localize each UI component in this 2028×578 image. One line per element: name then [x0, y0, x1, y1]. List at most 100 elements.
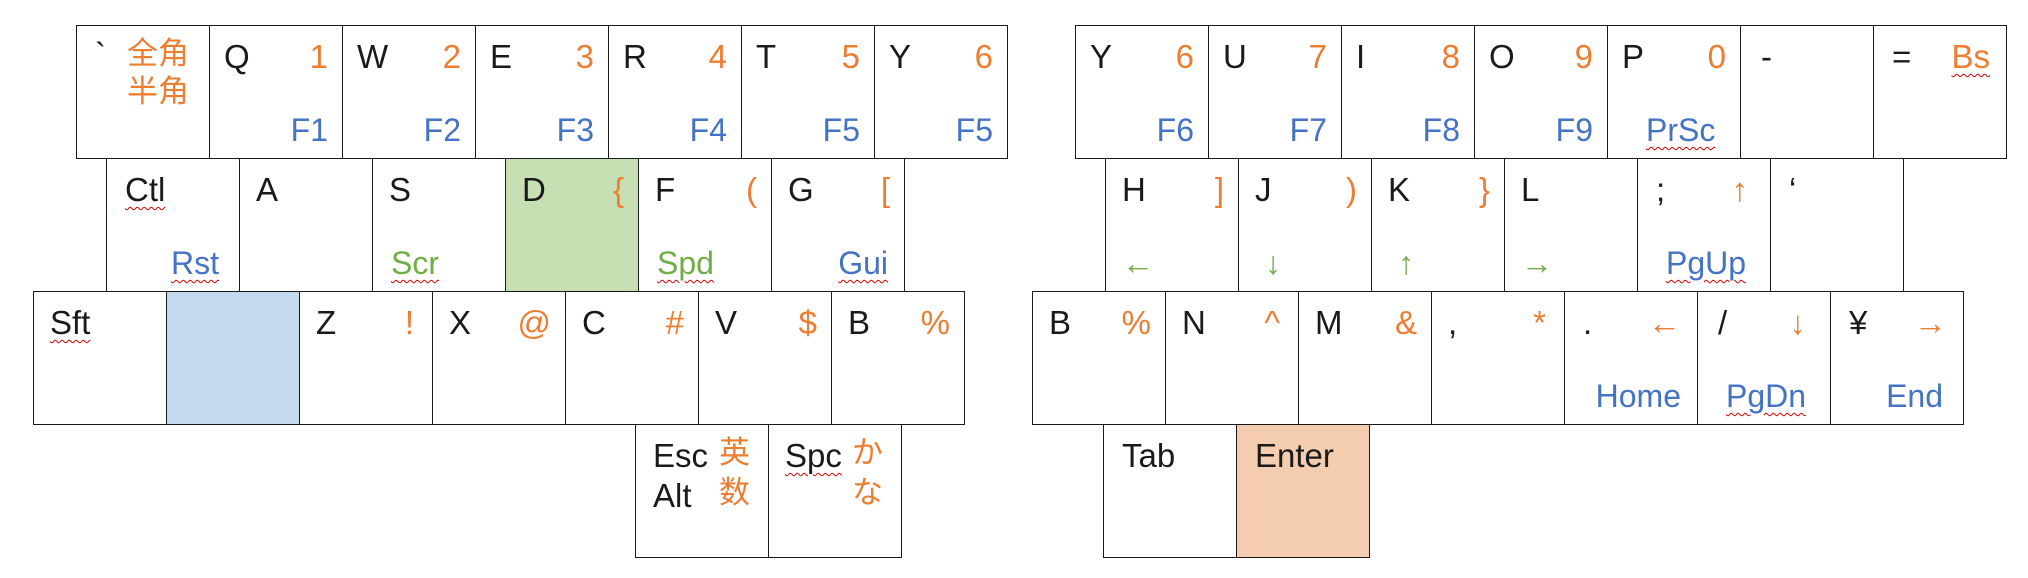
key-j[interactable]: J ) ↓ — [1238, 158, 1372, 292]
key-comma[interactable]: , * — [1431, 291, 1565, 425]
key-function-label: Home — [1595, 378, 1681, 414]
key-equals[interactable]: = Bs — [1873, 25, 2007, 159]
key-h[interactable]: H ] ← — [1105, 158, 1239, 292]
key-function-label: F2 — [423, 112, 461, 148]
key-layer-label: ! — [404, 304, 414, 341]
key-navigation-label: ↑ — [1398, 245, 1414, 281]
key-base-label: W — [357, 38, 389, 75]
key-layer-label: * — [1533, 304, 1546, 341]
key-layer-label: } — [1478, 171, 1490, 208]
key-navigation-label: Spd — [657, 245, 714, 281]
key-base-label: Q — [224, 38, 250, 75]
key-navigation-label: ← — [1122, 245, 1154, 281]
key-layer-label: 2 — [442, 38, 461, 75]
key-base-label: ` — [95, 36, 106, 73]
key-function-label: F4 — [689, 112, 727, 148]
key-quote[interactable]: ‘ — [1770, 158, 1904, 292]
key-i[interactable]: I 8 F8 — [1341, 25, 1475, 159]
key-base-label: Sft — [50, 304, 91, 341]
key-layer-label: % — [1121, 304, 1151, 341]
key-base-label: L — [1521, 171, 1540, 208]
key-m[interactable]: M & — [1298, 291, 1432, 425]
key-x[interactable]: X @ — [432, 291, 566, 425]
key-l[interactable]: L → — [1504, 158, 1638, 292]
key-layer-label: 3 — [575, 38, 594, 75]
key-base-label: V — [715, 304, 738, 341]
key-function-label: F3 — [556, 112, 594, 148]
key-base-label: / — [1718, 304, 1728, 341]
key-base-label: J — [1255, 171, 1272, 208]
key-s[interactable]: S Scr — [372, 158, 506, 292]
key-o[interactable]: O 9 F9 — [1474, 25, 1608, 159]
key-function-label: PgDn — [1726, 378, 1807, 414]
key-base-label: , — [1448, 304, 1458, 341]
key-semicolon[interactable]: ; ↑ PgUp — [1637, 158, 1771, 292]
key-b[interactable]: B % — [831, 291, 965, 425]
key-layer-label: [ — [880, 171, 890, 208]
key-layer-label: @ — [517, 304, 552, 341]
key-layer-label: 1 — [309, 38, 328, 75]
key-tab[interactable]: Tab — [1103, 424, 1237, 558]
key-q[interactable]: Q 1 F1 — [209, 25, 343, 159]
key-layer-label: % — [920, 304, 950, 341]
key-c[interactable]: C # — [565, 291, 699, 425]
key-n[interactable]: N ^ — [1165, 291, 1299, 425]
key-right-b[interactable]: B % — [1032, 291, 1166, 425]
key-layer-label: ( — [746, 171, 757, 208]
key-layer-label-2: 数 — [719, 475, 750, 510]
key-layer-label: & — [1394, 304, 1417, 341]
key-function-label: PrSc — [1646, 112, 1716, 148]
key-k[interactable]: K } ↑ — [1371, 158, 1505, 292]
key-layer-label: ↓ — [1789, 304, 1807, 341]
key-ctl[interactable]: Ctl Rst — [106, 158, 240, 292]
key-navigation-label: → — [1521, 245, 1553, 281]
key-base-label: P — [1622, 38, 1645, 75]
key-base-label: Y — [889, 38, 912, 75]
key-base-label: = — [1892, 38, 1912, 75]
key-base-label: Z — [316, 304, 337, 341]
key-period[interactable]: . ← Home — [1564, 291, 1698, 425]
key-yen[interactable]: ¥ → End — [1830, 291, 1964, 425]
key-layer-label: 0 — [1707, 38, 1726, 75]
key-layer-label: → — [1914, 304, 1947, 341]
key-f[interactable]: F ( Spd — [638, 158, 772, 292]
key-base-label: F — [655, 171, 676, 208]
key-right-y[interactable]: Y 6 F6 — [1075, 25, 1209, 159]
key-layer-label: 5 — [841, 38, 860, 75]
key-r[interactable]: R 4 F4 — [608, 25, 742, 159]
key-y[interactable]: Y 6 F5 — [874, 25, 1008, 159]
key-p[interactable]: P 0 PrSc — [1607, 25, 1741, 159]
key-v[interactable]: V $ — [698, 291, 832, 425]
key-d[interactable]: D { — [505, 158, 639, 292]
key-base-label: K — [1388, 171, 1411, 208]
key-enter[interactable]: Enter — [1236, 424, 1370, 558]
key-layer-label: ↑ — [1731, 171, 1749, 208]
key-layer-label: 4 — [708, 38, 727, 75]
key-layer-label: ^ — [1264, 304, 1281, 341]
key-backtick[interactable]: ` 全角 半角 — [76, 25, 210, 159]
key-z[interactable]: Z ! — [299, 291, 433, 425]
key-function-label: F9 — [1555, 112, 1593, 148]
key-function-label: F7 — [1289, 112, 1327, 148]
key-function-label: F6 — [1156, 112, 1194, 148]
key-esc-alt[interactable]: Esc Alt 英 数 — [635, 424, 769, 558]
key-base-label: H — [1122, 171, 1146, 208]
key-slash[interactable]: / ↓ PgDn — [1697, 291, 1831, 425]
key-base-label: ‘ — [1789, 171, 1797, 208]
key-base-label: B — [1049, 304, 1072, 341]
key-w[interactable]: W 2 F2 — [342, 25, 476, 159]
key-t[interactable]: T 5 F5 — [741, 25, 875, 159]
key-base-label: B — [848, 304, 871, 341]
key-sft[interactable]: Sft — [33, 291, 167, 425]
key-g[interactable]: G [ Gui — [771, 158, 905, 292]
key-spc[interactable]: Spc か な — [768, 424, 902, 558]
key-layer-label: # — [665, 304, 684, 341]
key-base-label: O — [1489, 38, 1515, 75]
key-u[interactable]: U 7 F7 — [1208, 25, 1342, 159]
key-a[interactable]: A — [239, 158, 373, 292]
key-layer-label: { — [612, 171, 624, 208]
key-blank-blue[interactable] — [166, 291, 300, 425]
key-e[interactable]: E 3 F3 — [475, 25, 609, 159]
key-minus[interactable]: - — [1740, 25, 1874, 159]
key-layer-label: 6 — [1175, 38, 1194, 75]
